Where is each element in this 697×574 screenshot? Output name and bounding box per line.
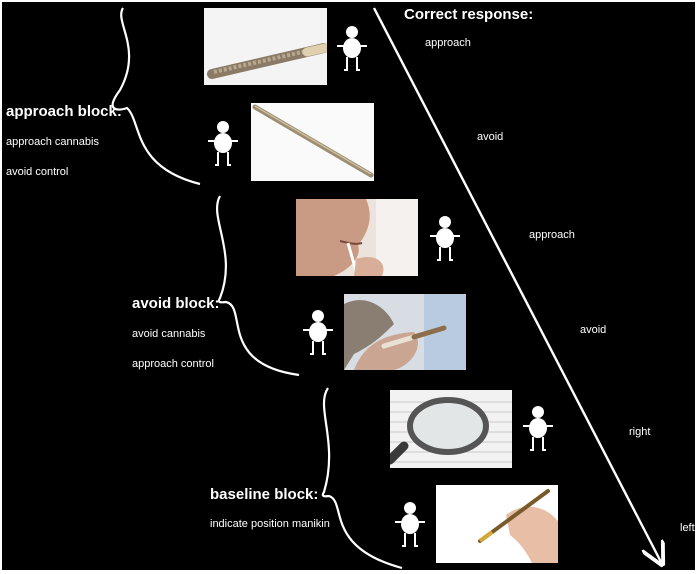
block-instruction: approach control	[132, 358, 214, 370]
block-instruction: approach cannabis	[6, 136, 99, 148]
response-label: right	[629, 426, 651, 438]
manikin-icon	[430, 216, 460, 261]
response-label: avoid	[580, 324, 607, 336]
cannabis-joint-photo	[204, 8, 327, 85]
manikin-icon	[395, 502, 425, 547]
block-instruction: indicate position manikin	[210, 518, 330, 530]
block-instruction: avoid control	[6, 166, 69, 178]
response-label: approach	[425, 37, 471, 49]
hand-holding-joint-photo	[344, 294, 466, 370]
response-label: left	[680, 522, 695, 534]
response-arrow	[372, 7, 661, 562]
brace-baseline-block	[321, 387, 403, 570]
block-instruction: avoid cannabis	[132, 328, 206, 340]
magnifying-glass-photo	[390, 390, 512, 468]
block-title-baseline: baseline block:	[210, 486, 319, 503]
wooden-stick-photo	[251, 103, 374, 181]
block-title-avoid: avoid block:	[132, 295, 220, 312]
block-title-approach: approach block:	[6, 103, 122, 120]
manikin-icon	[523, 406, 553, 451]
manikin-icon	[208, 121, 238, 166]
correct-response-title: Correct response:	[404, 6, 534, 23]
response-label: avoid	[477, 131, 504, 143]
brace-approach-block	[111, 7, 201, 186]
manikin-icon	[303, 310, 333, 355]
hand-writing-pen-photo	[436, 485, 558, 563]
manikin-icon	[337, 26, 367, 71]
response-label: approach	[529, 229, 575, 241]
person-smoking-photo	[296, 199, 418, 276]
brace-avoid-block	[215, 195, 300, 377]
